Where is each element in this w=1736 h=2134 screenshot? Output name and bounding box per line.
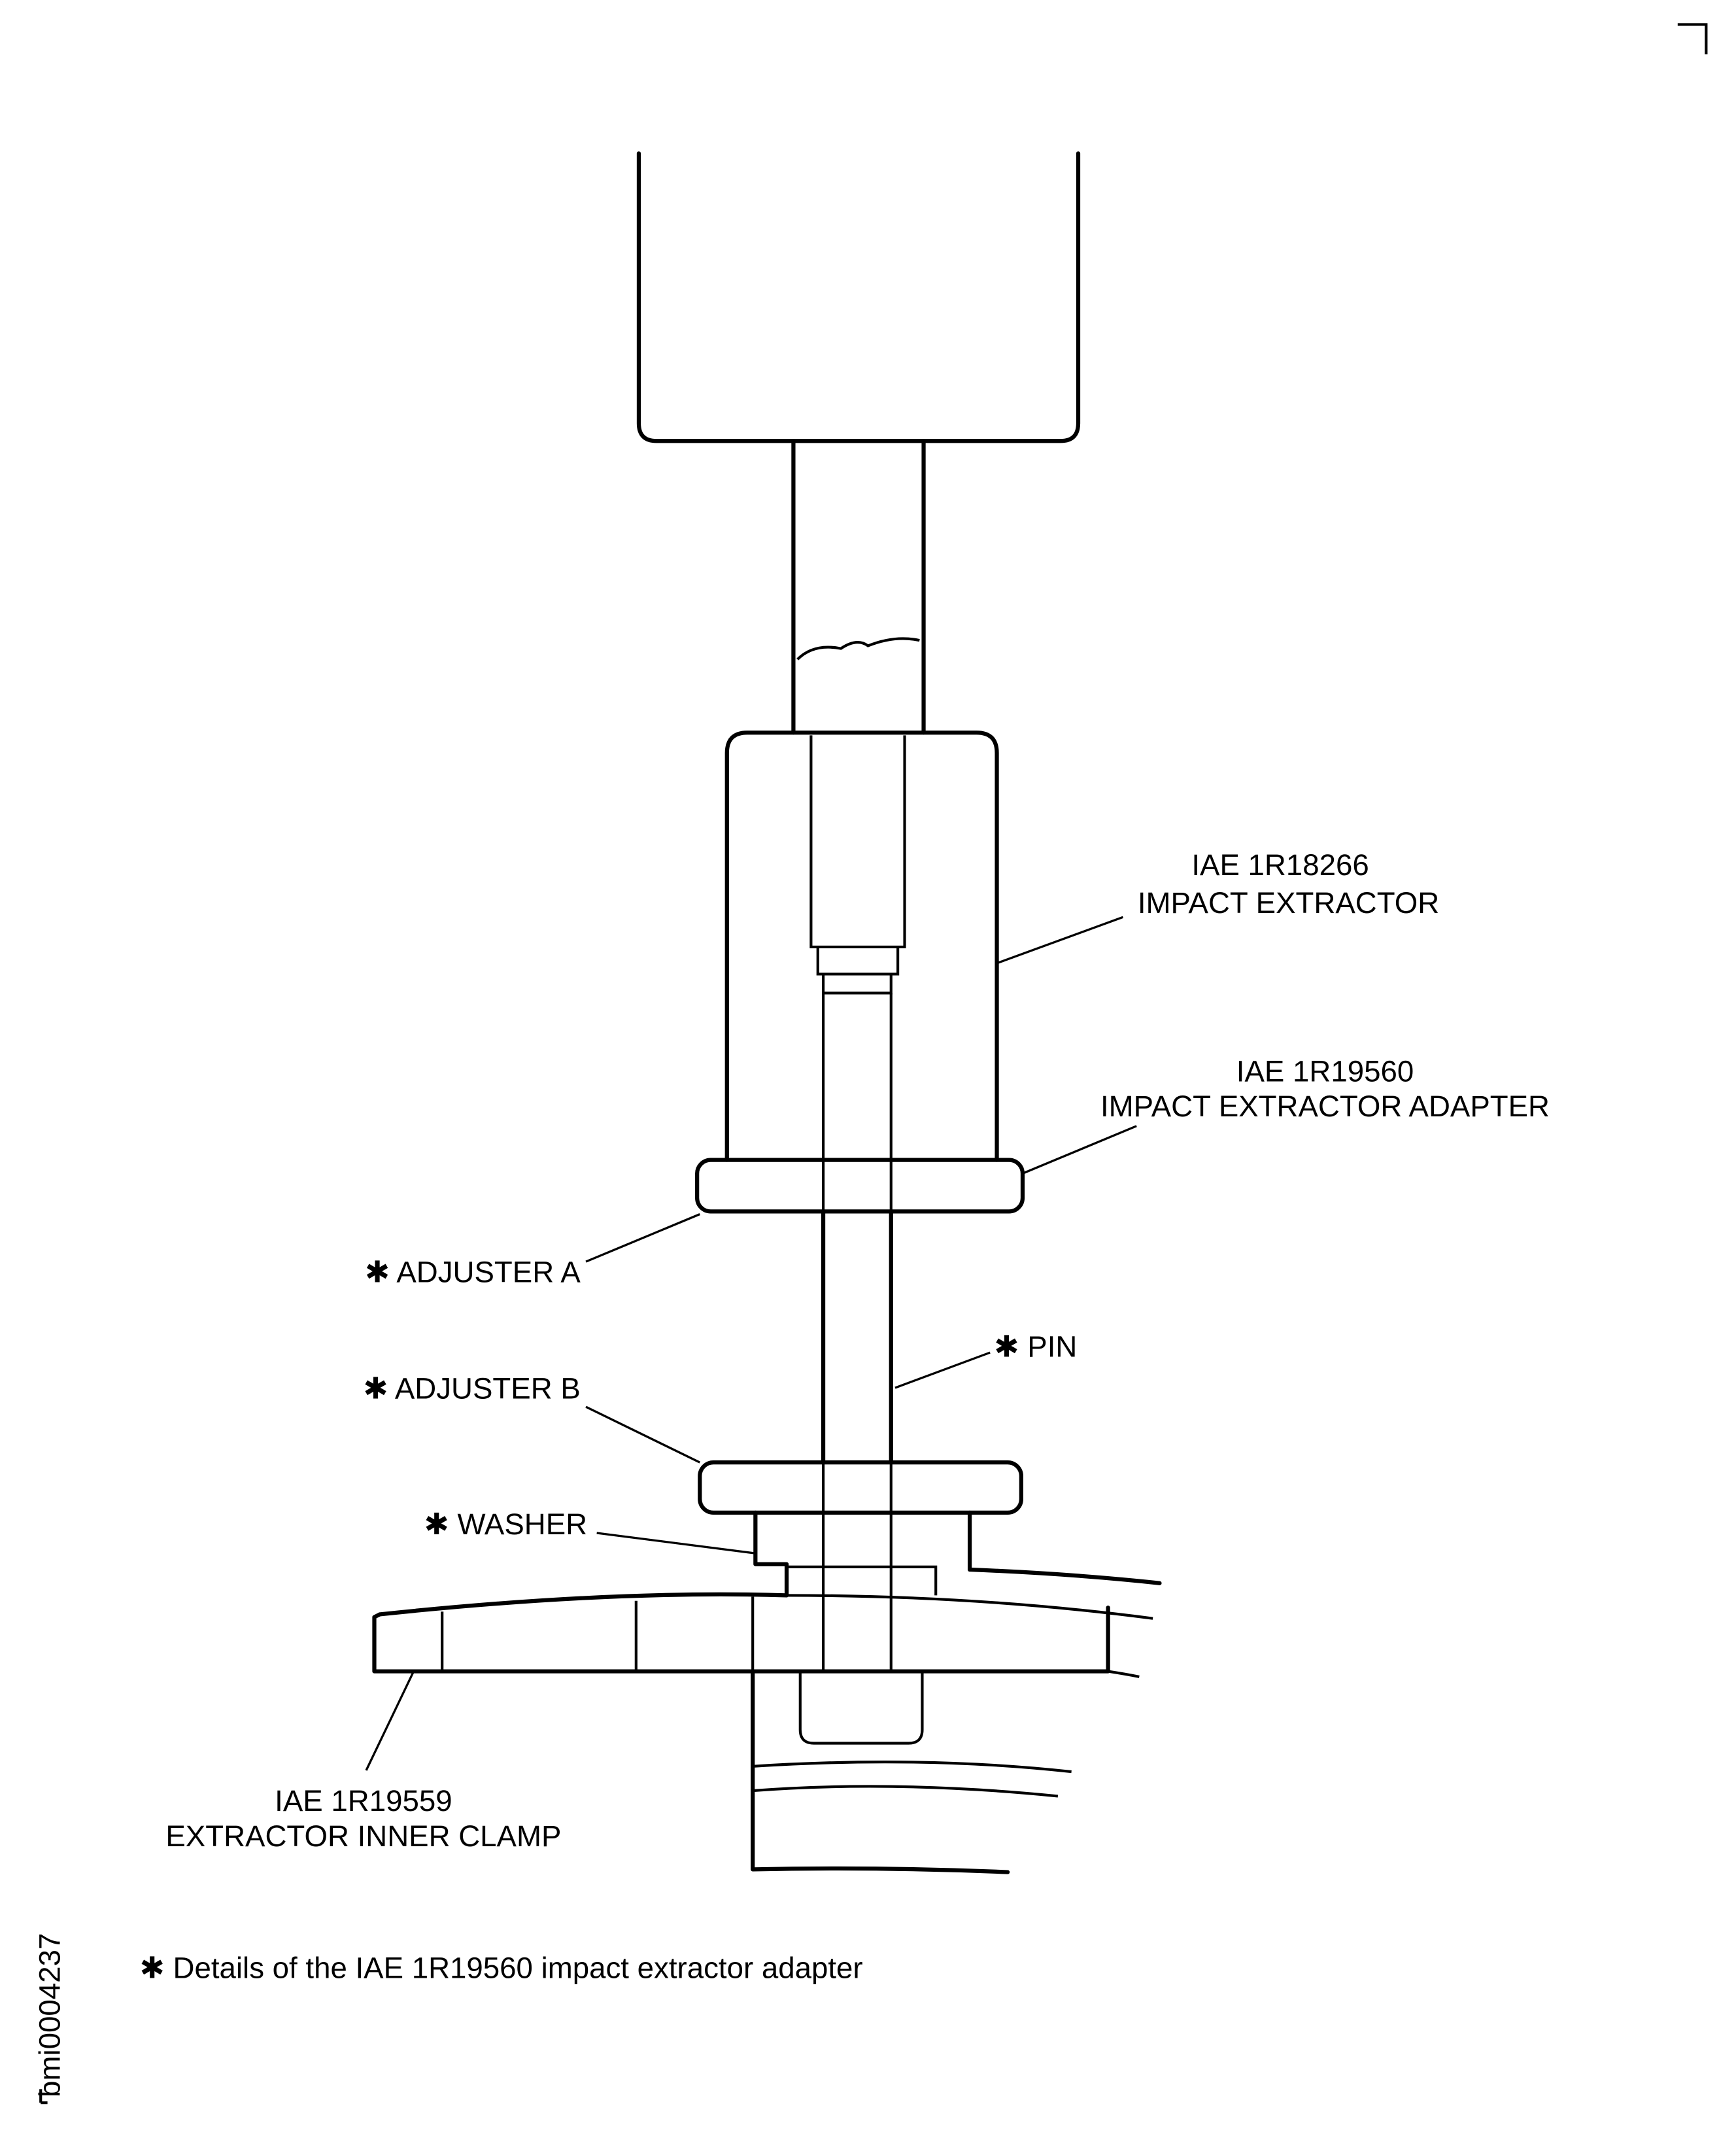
label-impact-extractor-part: IAE 1R18266 [1191,848,1369,882]
leader-washer [596,1532,756,1555]
leader-clamp [365,1670,415,1771]
footnote: ✱ Details of the IAE 1R19560 impact extr… [140,1951,863,1984]
bolt-head [798,1671,924,1745]
leader-pin [894,1351,991,1389]
adjuster-b [698,1460,1023,1515]
engine-structure [751,1669,1140,1874]
washer [753,1510,972,1598]
leader-impact-extractor [996,916,1124,965]
label-adapter-part: IAE 1R19560 [1236,1054,1414,1088]
label-clamp-part: IAE 1R19559 [275,1784,452,1817]
pin [821,993,893,1672]
extractor-inner-clamp [372,1567,1162,1674]
leader-adjuster-b [585,1405,701,1464]
adjuster-a-flange [695,1158,1025,1214]
label-adapter-name: IMPACT EXTRACTOR ADAPTER [1100,1090,1550,1123]
inner-bore [809,735,906,995]
impact-extractor-body [724,731,999,1162]
label-impact-extractor-name: IMPACT EXTRACTOR [1138,886,1439,920]
shaft [791,439,926,735]
figure-id: bmi0004237 [33,1933,66,2105]
label-adjuster-a: ✱ ADJUSTER A [365,1255,581,1288]
handle [636,151,1081,443]
label-clamp-name: EXTRACTOR INNER CLAMP [165,1819,561,1853]
corner-mark [1677,23,1708,55]
adapter-stem [821,1209,893,1465]
label-pin: ✱ PIN [994,1330,1077,1363]
label-adjuster-b: ✱ ADJUSTER B [363,1372,580,1405]
leader-adapter [1022,1125,1137,1175]
figure-id-text: bmi0004237 [33,1933,66,2097]
washer-seat [787,1565,938,1596]
label-washer: ✱ WASHER [424,1507,587,1541]
leader-adjuster-a [585,1213,700,1263]
